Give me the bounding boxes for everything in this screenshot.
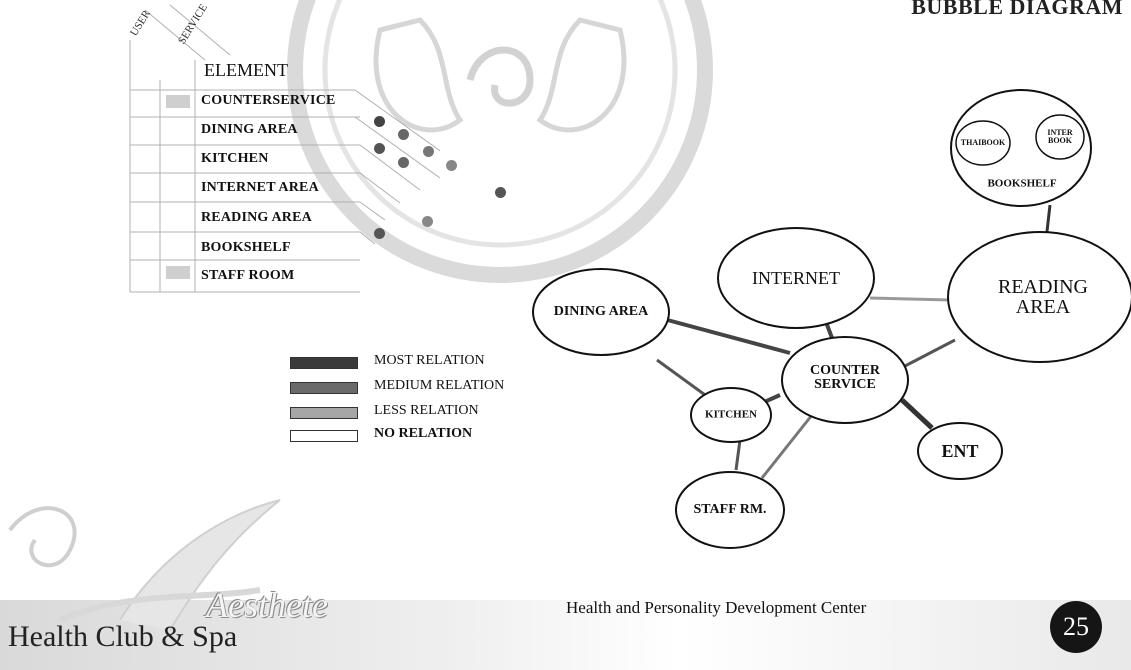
bubble-label-dining-area: DINING AREA: [553, 304, 649, 319]
relation-matrix-grid: [129, 4, 440, 293]
legend-swatch: [290, 382, 358, 394]
connector-line: [659, 316, 791, 355]
connector-line: [656, 358, 713, 402]
footer-center-title: Health and Personality Development Cente…: [566, 598, 867, 617]
legend-label: MEDIUM RELATION: [374, 378, 505, 393]
bubble-label-thaibook: THAIBOOK: [960, 138, 1006, 147]
matrix-row-kitchen: KITCHEN: [201, 151, 269, 166]
bubble-label-kitchen: KITCHEN: [705, 408, 757, 421]
matrix-dot: [495, 187, 506, 198]
matrix-dot: [398, 129, 409, 140]
bubble-label-counter-service: COUNTER SERVICE: [809, 363, 880, 392]
connector-line: [734, 439, 742, 471]
legend-swatch: [290, 407, 358, 419]
matrix-dot: [423, 146, 434, 157]
matrix-dot: [374, 228, 385, 239]
bubble-label-staff-rm: STAFF RM.: [693, 502, 767, 517]
footer-brand-script: Aesthete: [206, 585, 328, 625]
legend-label: MOST RELATION: [374, 353, 485, 368]
legend-label: LESS RELATION: [374, 403, 479, 418]
connector-line: [900, 398, 934, 430]
legend-swatch: [290, 357, 358, 369]
matrix-header-element: ELEMENT: [204, 60, 288, 80]
connector-line: [760, 414, 814, 479]
footer-swirl-decoration: [8, 499, 281, 631]
matrix-row-counterservice: COUNTERSERVICE: [201, 93, 336, 108]
matrix-row-bookshelf: BOOKSHELF: [201, 240, 291, 255]
matrix-dot: [374, 143, 385, 154]
legend-swatch: [290, 430, 358, 442]
matrix-row-reading-area: READING AREA: [201, 210, 312, 225]
matrix-row-dining-area: DINING AREA: [201, 122, 298, 137]
matrix-dot: [422, 216, 433, 227]
bubble-label-bookshelf: BOOKSHELF: [987, 177, 1057, 190]
connector-line: [904, 338, 956, 368]
bubble-label-interbook: INTER BOOK: [1047, 128, 1073, 145]
matrix-row-staff-room: STAFF ROOM: [201, 268, 295, 283]
diagram-title: BUBBLE DIAGRAM: [911, 0, 1123, 19]
footer-band: [0, 600, 1131, 670]
bubble-label-ent: ENT: [941, 441, 979, 461]
page-number-badge: 25: [1050, 601, 1102, 653]
connector-line: [869, 296, 951, 302]
matrix-dot: [446, 160, 457, 171]
matrix-dot: [398, 157, 409, 168]
bubble-label-reading-area: READING AREA: [998, 276, 1088, 318]
bubble-label-internet: INTERNET: [752, 268, 840, 288]
matrix-dot: [374, 116, 385, 127]
matrix-row-internet-area: INTERNET AREA: [201, 180, 319, 195]
legend-label: NO RELATION: [374, 426, 473, 441]
footer-brand: Health Club & Spa: [8, 620, 238, 653]
connector-line: [824, 321, 834, 339]
connector-line: [1044, 204, 1052, 241]
connector-line: [759, 393, 781, 406]
